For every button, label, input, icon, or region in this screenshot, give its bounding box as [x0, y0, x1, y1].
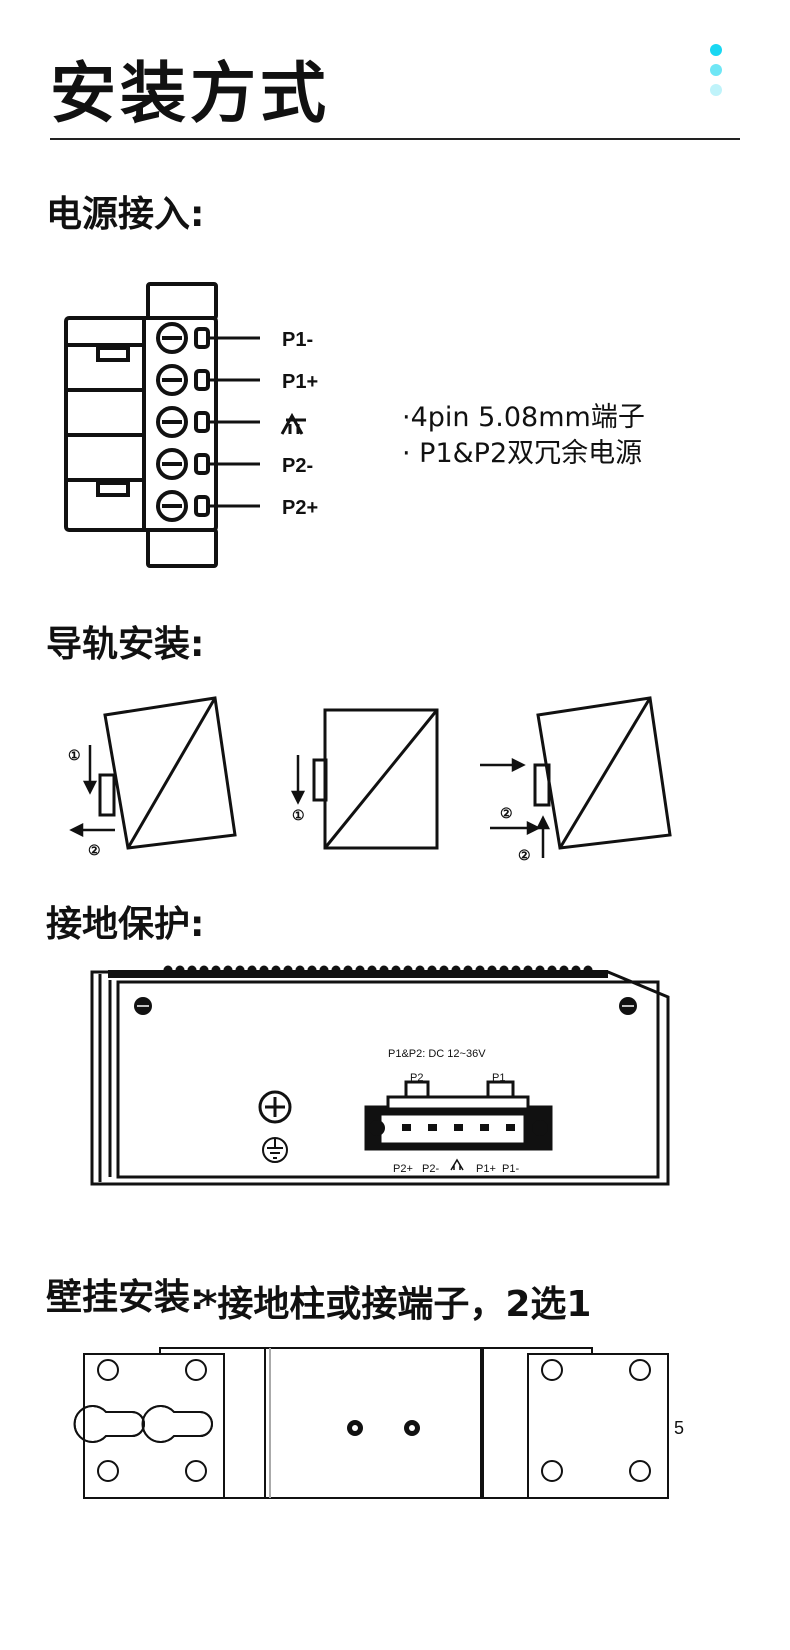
connector-bottom-label: P1- — [502, 1163, 519, 1175]
section-title-grounding: 接地保护: — [46, 904, 205, 945]
dot-icon — [710, 84, 722, 96]
heatsink-fin — [571, 965, 581, 975]
heatsink-fin — [331, 965, 341, 975]
step-marker: ② — [500, 805, 513, 821]
connector-bottom-label: P2- — [422, 1163, 439, 1175]
heatsink-fin — [355, 965, 365, 975]
heatsink-fin — [307, 965, 317, 975]
heatsink-fin — [475, 965, 485, 975]
heatsink-fin — [583, 965, 593, 975]
heatsink-fin — [283, 965, 293, 975]
terminal-block-diagram: P1- P1+ P2- P2+ — [64, 282, 318, 568]
din-rail-steps-diagram: ① ② ① ② ② — [68, 696, 672, 863]
heatsink-fin — [547, 965, 557, 975]
connector-bottom-label: P1+ — [476, 1163, 496, 1175]
step-marker: ② — [88, 842, 101, 858]
heatsink-fin — [247, 965, 257, 975]
heatsink-fin — [367, 965, 377, 975]
mount-hole — [629, 1460, 651, 1482]
heatsink-fin — [175, 965, 185, 975]
page-title: 安装方式 — [50, 55, 330, 132]
heatsink-fin — [319, 965, 329, 975]
connector-pin — [428, 1124, 437, 1131]
connector-top-label: P1 — [492, 1072, 505, 1084]
ground-symbol-icon — [280, 412, 306, 435]
heatsink-fin — [235, 965, 245, 975]
heatsink-fin — [295, 965, 305, 975]
step-marker: ① — [68, 747, 81, 763]
title-divider — [50, 138, 740, 140]
heatsink-fin — [487, 965, 497, 975]
heatsink-fin — [187, 965, 197, 975]
heatsink-fin — [259, 965, 269, 975]
heatsink-fin — [415, 965, 425, 975]
mount-hole — [541, 1359, 563, 1381]
dot-icon — [710, 64, 722, 76]
mount-hole — [185, 1359, 207, 1381]
heatsink-fin — [403, 965, 413, 975]
heatsink-fin — [463, 965, 473, 975]
connector-top-label: P2 — [410, 1072, 423, 1084]
heatsink-fin — [223, 965, 233, 975]
connector-pin — [454, 1124, 463, 1131]
heatsink-fin — [343, 965, 353, 975]
heatsink-fin — [379, 965, 389, 975]
power-spec-list: ·4pin 5.08mm端子 · P1&P2双冗余电源 — [402, 400, 645, 472]
power-spec-label: P1&P2: DC 12~36V — [388, 1048, 486, 1060]
spec-item: ·4pin 5.08mm端子 — [402, 402, 645, 433]
grounding-panel-diagram: P1&P2: DC 12~36V P2 P1 P2+ P2- P1+ P1- — [90, 965, 670, 1186]
screw-terminal — [156, 322, 188, 354]
terminal-label: P2- — [282, 455, 313, 477]
heatsink-fin — [451, 965, 461, 975]
screw-terminal — [156, 448, 188, 480]
connector-screw — [532, 1120, 548, 1136]
mount-hole — [629, 1359, 651, 1381]
spec-item: · P1&P2双冗余电源 — [402, 438, 643, 469]
connector-pin — [480, 1124, 489, 1131]
edge-glyph: 5 — [674, 1418, 684, 1438]
screw-terminal — [156, 490, 188, 522]
screw-terminal — [156, 406, 188, 438]
section-title-din-rail: 导轨安装: — [46, 624, 205, 665]
screw-terminal — [156, 364, 188, 396]
heatsink-fin — [511, 965, 521, 975]
connector-screw — [369, 1120, 385, 1136]
connector-pin — [506, 1124, 515, 1131]
heatsink-fin — [163, 965, 173, 975]
heatsink-fin — [391, 965, 401, 975]
section-title-power: 电源接入: — [46, 194, 205, 235]
heatsink-fin — [559, 965, 569, 975]
decorative-dots — [710, 42, 724, 98]
terminal-label: P1+ — [282, 371, 318, 393]
heatsink-fin — [523, 965, 533, 975]
heatsink-fin — [499, 965, 509, 975]
heatsink-fin — [271, 965, 281, 975]
mount-hole — [541, 1460, 563, 1482]
heatsink-fin — [535, 965, 545, 975]
heatsink-fin — [199, 965, 209, 975]
step-marker: ① — [292, 807, 305, 823]
connector-bottom-label: P2+ — [393, 1163, 413, 1175]
terminal-label: P2+ — [282, 497, 318, 519]
heatsink-fin — [211, 965, 221, 975]
dot-icon — [710, 44, 722, 56]
wall-mount-diagram: 5 — [73, 1347, 684, 1499]
heatsink-fin — [427, 965, 437, 975]
terminal-label: P1- — [282, 329, 313, 351]
keyhole-slot — [141, 1405, 213, 1443]
step-marker: ② — [518, 847, 531, 863]
ground-symbol-icon — [450, 1158, 464, 1171]
section-title-wall-mount: 壁挂安装: — [46, 1277, 205, 1318]
connector-pin — [402, 1124, 411, 1131]
mount-hole — [185, 1460, 207, 1482]
mount-hole — [97, 1460, 119, 1482]
heatsink-fin — [439, 965, 449, 975]
grounding-note: *接地柱或接端子，2选1 — [198, 1284, 592, 1325]
mount-hole — [97, 1359, 119, 1381]
